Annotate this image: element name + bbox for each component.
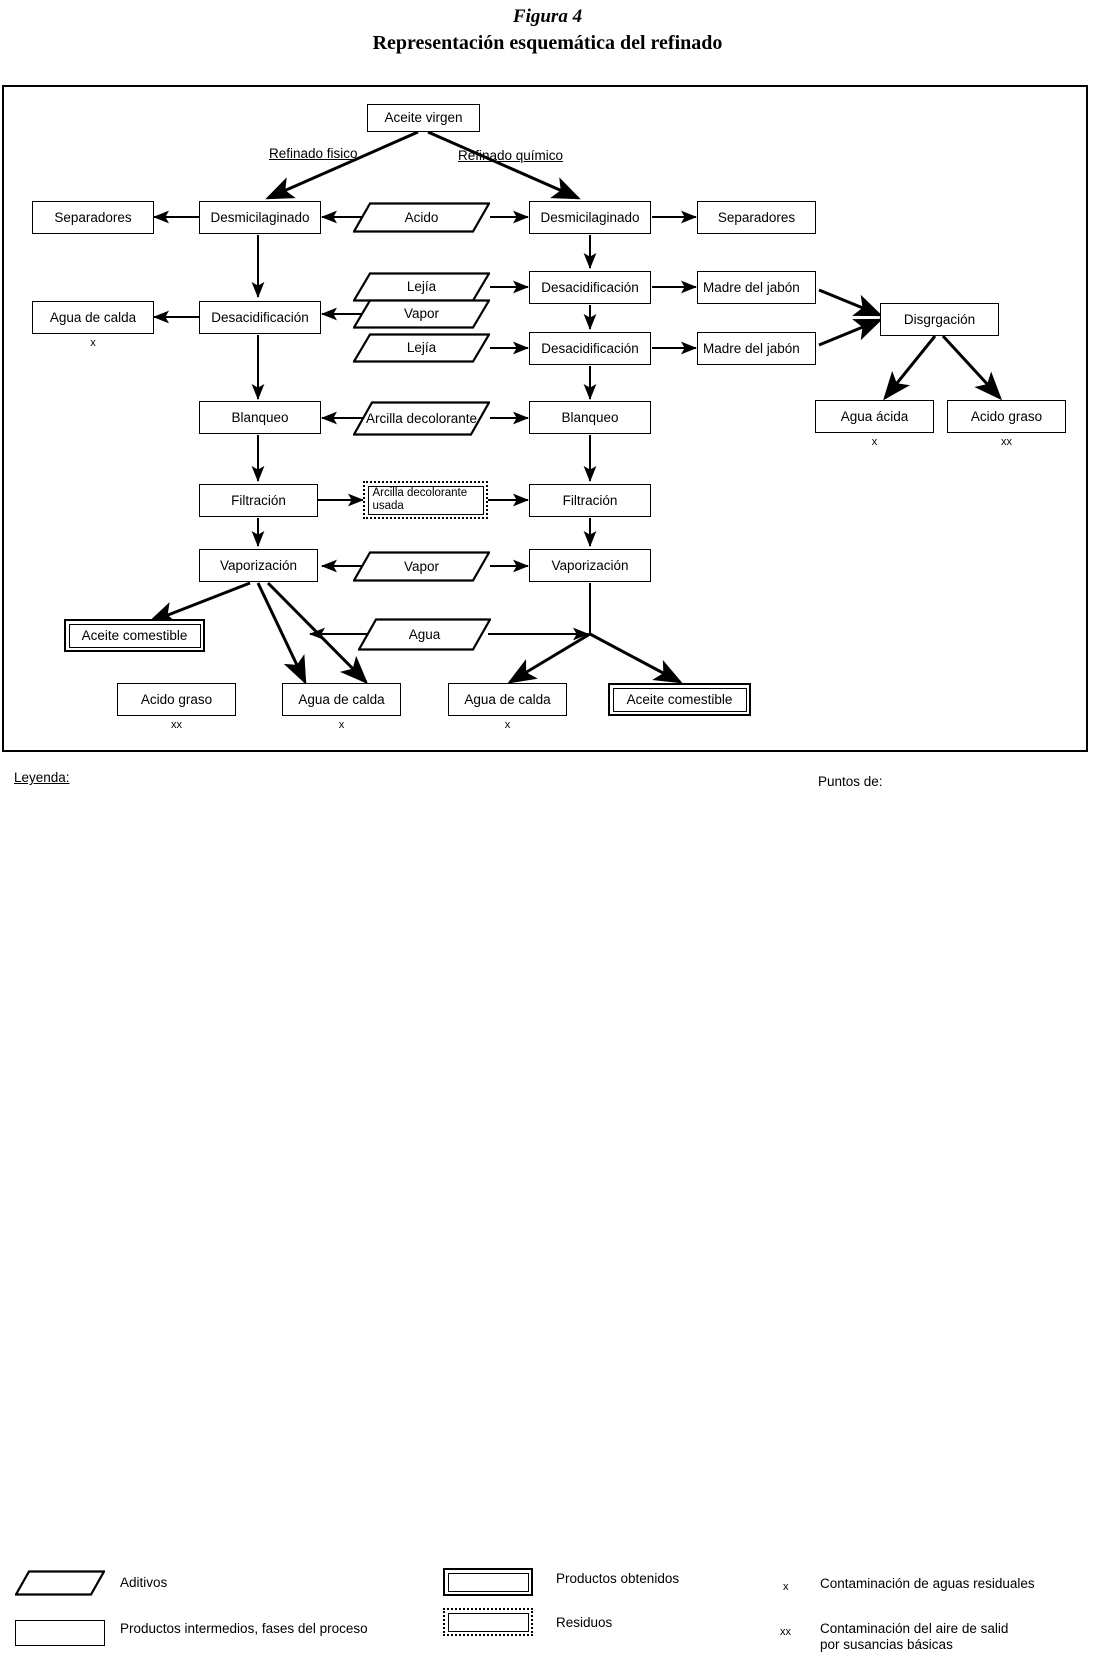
legend-label-x: Contaminación de aguas residuales: [820, 1576, 1035, 1591]
node-arcilla-decolorante-label: Arcilla decolorante: [365, 410, 478, 426]
node-separadores-right[interactable]: Separadores: [697, 201, 816, 234]
node-desmicilaginado-right[interactable]: Desmicilaginado: [529, 201, 651, 234]
marker-x-agua-calda-left: x: [90, 337, 96, 349]
node-agua[interactable]: Agua: [358, 618, 491, 651]
node-madre-del-jabon-1[interactable]: Madre del jabón: [697, 271, 816, 304]
node-acido-graso-bottom[interactable]: Acido graso: [117, 683, 236, 716]
node-filtracion-right[interactable]: Filtración: [529, 484, 651, 517]
node-vapor-1-label: Vapor: [403, 306, 440, 322]
legend-swatch-intermedios: [15, 1620, 105, 1646]
node-filtracion-left[interactable]: Filtración: [199, 484, 318, 517]
figure-number: Figura 4: [512, 6, 583, 27]
legend-label-residuos: Residuos: [556, 1615, 613, 1630]
legend-title: Leyenda:: [14, 770, 70, 785]
node-agua-de-calda-bottom-2[interactable]: Agua de calda: [448, 683, 567, 716]
node-disgrgacion[interactable]: Disgrgación: [880, 303, 999, 336]
node-blanqueo-right[interactable]: Blanqueo: [529, 401, 651, 434]
node-aceite-comestible-right-label: Aceite comestible: [612, 687, 747, 712]
node-acido-label: Acido: [404, 209, 439, 225]
node-agua-de-calda-bottom-1[interactable]: Agua de calda: [282, 683, 401, 716]
node-lejia-2[interactable]: Lejía: [353, 333, 490, 363]
legend-symbol-xx: xx: [780, 1626, 791, 1638]
marker-xx-acido-graso-bottom: xx: [171, 719, 182, 731]
legend-label-obtenidos: Productos obtenidos: [556, 1571, 680, 1586]
legend: Leyenda: Aditivos Productos intermedios,…: [0, 760, 1095, 1652]
node-vapor-2[interactable]: Vapor: [353, 551, 490, 582]
legend-symbol-x: x: [783, 1581, 789, 1593]
node-madre-del-jabon-2[interactable]: Madre del jabón: [697, 332, 816, 365]
flow-connectors: [147, 130, 1003, 685]
node-aceite-virgen[interactable]: Aceite virgen: [367, 104, 480, 132]
node-arcilla-decolorante[interactable]: Arcilla decolorante: [353, 401, 490, 436]
node-aceite-comestible-left-label: Aceite comestible: [68, 623, 201, 648]
legend-label-intermedios: Productos intermedios, fases del proceso: [120, 1621, 368, 1636]
node-acido-graso-right[interactable]: Acido graso: [947, 400, 1066, 433]
legend-puntos-title: Puntos de:: [818, 774, 883, 789]
node-separadores-left[interactable]: Separadores: [32, 201, 154, 234]
legend-label-aditivos: Aditivos: [120, 1575, 168, 1590]
node-desacidificacion-right-2[interactable]: Desacidificación: [529, 332, 651, 365]
node-vaporizacion-right[interactable]: Vaporización: [529, 549, 651, 582]
edge-label-refinado-fisico: Refinado fisico: [269, 146, 358, 161]
legend-swatch-residuos: [443, 1608, 533, 1636]
legend-label-xx-line1: Contaminación del aire de salid: [820, 1621, 1009, 1636]
page-title: Representación esquemática del refinado: [372, 32, 723, 54]
node-vapor-1[interactable]: Vapor: [353, 299, 490, 329]
node-desmicilaginado-left[interactable]: Desmicilaginado: [199, 201, 321, 234]
diagram-frame: [2, 85, 1088, 752]
edge-label-refinado-quimico: Refinado químico: [458, 148, 564, 163]
node-aceite-comestible-left[interactable]: Aceite comestible: [64, 619, 205, 652]
legend-swatch-aditivos: [14, 1570, 106, 1596]
node-desacidificacion-right-1[interactable]: Desacidificación: [529, 271, 651, 304]
node-blanqueo-left[interactable]: Blanqueo: [199, 401, 321, 434]
node-lejia-1-label: Lejía: [406, 279, 437, 295]
node-agua-de-calda-left[interactable]: Agua de calda: [32, 301, 154, 334]
node-vapor-2-label: Vapor: [403, 558, 440, 574]
node-arcilla-decolorante-usada[interactable]: Arcilla decolorante usada: [363, 481, 488, 519]
node-agua-acida[interactable]: Agua ácida: [815, 400, 934, 433]
legend-swatch-obtenidos: [443, 1568, 533, 1596]
node-lejia-2-label: Lejía: [406, 340, 437, 356]
marker-x-agua-calda-bottom-1: x: [338, 719, 345, 731]
node-lejia-1[interactable]: Lejía: [353, 272, 490, 302]
node-desacidificacion-left[interactable]: Desacidificación: [199, 301, 321, 334]
node-acido[interactable]: Acido: [353, 202, 490, 233]
node-vaporizacion-left[interactable]: Vaporización: [199, 549, 318, 582]
legend-label-xx-line2: por susancias básicas: [820, 1637, 953, 1652]
marker-xx-acido-graso-right: xx: [1001, 436, 1012, 448]
marker-x-agua-acida: x: [871, 436, 878, 448]
node-arcilla-usada-label: Arcilla decolorante usada: [367, 485, 484, 515]
node-agua-label: Agua: [408, 626, 441, 642]
node-aceite-comestible-right[interactable]: Aceite comestible: [608, 683, 751, 716]
marker-x-agua-calda-bottom-2: x: [504, 719, 511, 731]
